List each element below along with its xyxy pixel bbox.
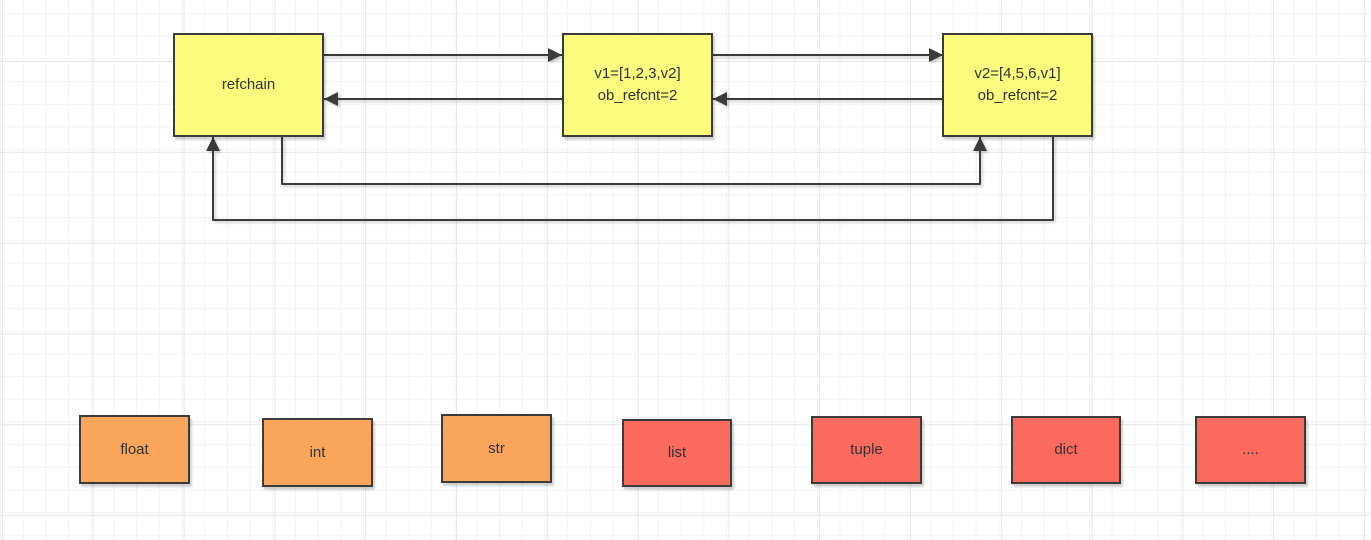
node-v1-line2: ob_refcnt=2 [597, 87, 678, 104]
node-refchain[interactable]: refchain [173, 33, 324, 137]
node-v2-line2: ob_refcnt=2 [977, 87, 1058, 104]
type-box-list[interactable]: list [622, 419, 732, 487]
type-box-dict-label: dict [1054, 441, 1078, 459]
type-box-str-label: str [488, 439, 505, 457]
type-box-dict[interactable]: dict [1011, 416, 1121, 484]
type-box-tuple[interactable]: tuple [811, 416, 922, 484]
type-box-str[interactable]: str [441, 414, 552, 483]
node-v1-label: v1=[1,2,3,v2] ob_refcnt=2 [594, 63, 680, 107]
type-box-list-label: list [667, 444, 687, 462]
node-v2-label: v2=[4,5,6,v1] ob_refcnt=2 [974, 63, 1060, 107]
type-box-int[interactable]: int [262, 418, 373, 487]
type-box-float-label: float [120, 440, 149, 458]
node-v1-line1: v1=[1,2,3,v2] [594, 65, 681, 83]
node-v1[interactable]: v1=[1,2,3,v2] ob_refcnt=2 [562, 33, 713, 137]
type-box-ellipsis[interactable]: .... [1195, 416, 1306, 484]
arrow-v2-loop-to-refchain[interactable] [206, 137, 1054, 221]
type-box-float[interactable]: float [79, 415, 190, 484]
node-v2-line1: v2=[4,5,6,v1] [974, 65, 1061, 83]
node-v2[interactable]: v2=[4,5,6,v1] ob_refcnt=2 [942, 33, 1093, 137]
type-box-tuple-label: tuple [850, 441, 883, 459]
arrow-refchain-loop-to-v2[interactable] [281, 137, 987, 185]
type-box-ellipsis-label: .... [1242, 441, 1259, 459]
type-box-int-label: int [309, 443, 326, 461]
node-refchain-label: refchain [221, 76, 276, 94]
